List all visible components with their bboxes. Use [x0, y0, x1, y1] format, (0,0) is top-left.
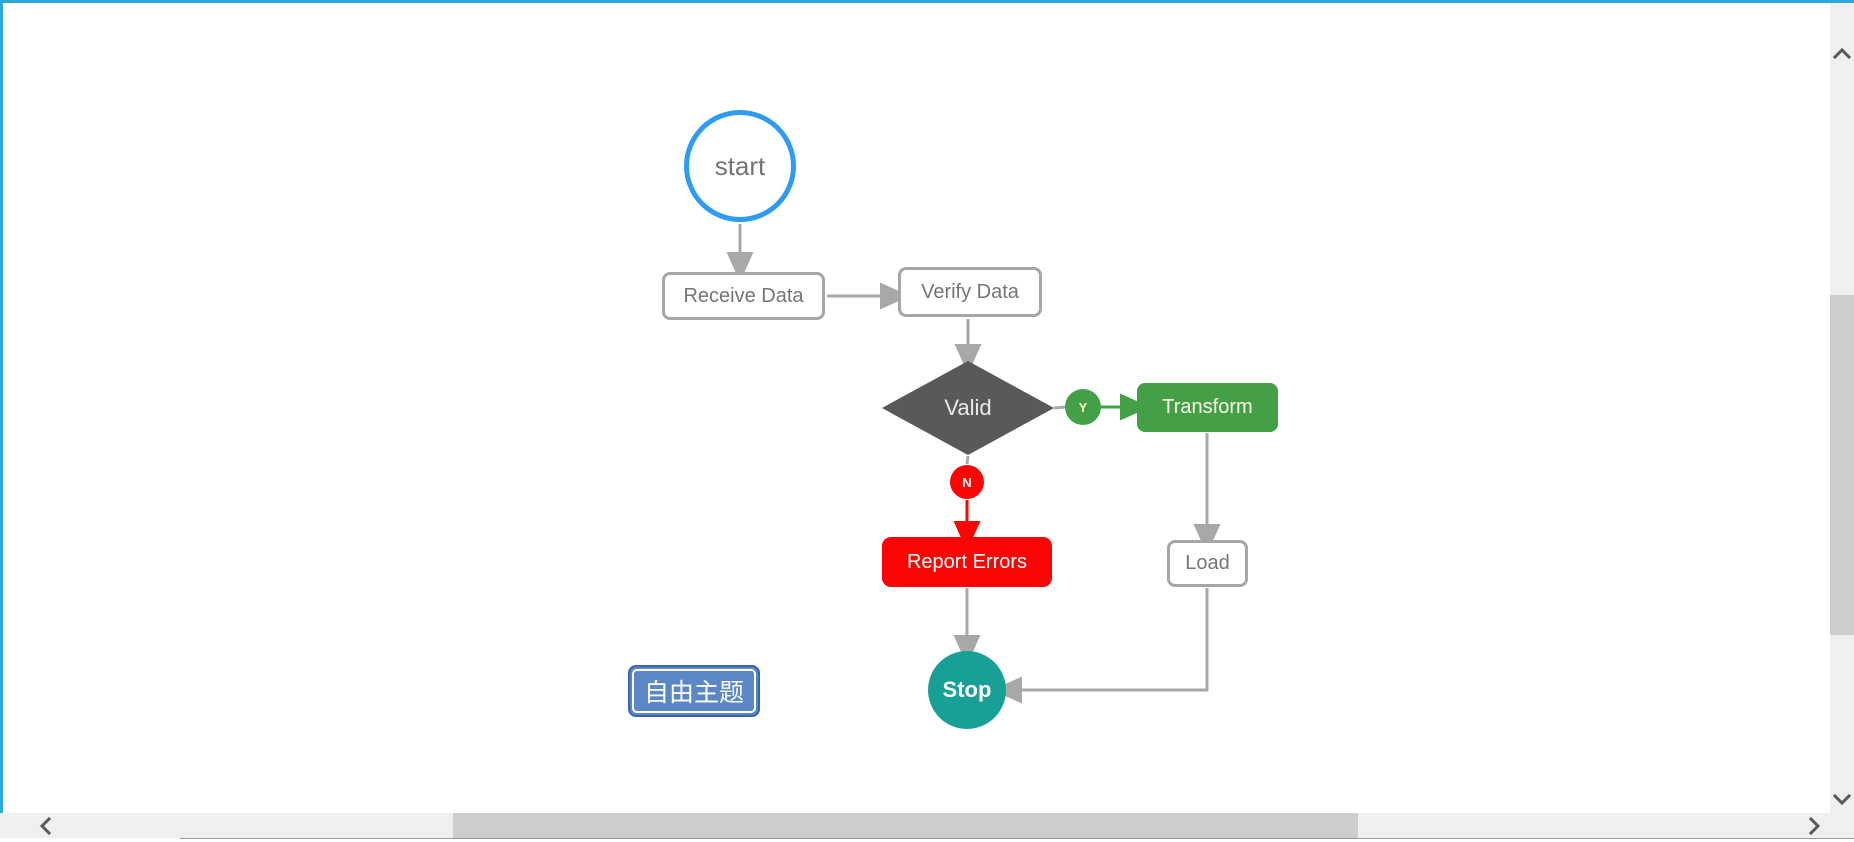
chevron-down-icon	[1832, 793, 1852, 806]
node-valid-label: Valid	[944, 395, 992, 420]
chevron-right-icon	[1808, 816, 1821, 835]
edge-load-stop	[992, 588, 1209, 704]
node-start[interactable]: start	[684, 110, 796, 222]
edge-valid-n	[965, 455, 970, 465]
chevron-left-icon	[39, 816, 52, 835]
branch-no-badge[interactable]: N	[950, 465, 984, 499]
node-receive-data[interactable]: Receive Data	[662, 272, 825, 320]
root-theme-node[interactable]: 自由主题	[628, 665, 760, 717]
node-verify-data[interactable]: Verify Data	[898, 267, 1042, 317]
scroll-down-button[interactable]	[1830, 788, 1854, 812]
node-transform[interactable]: Transform	[1137, 383, 1278, 432]
node-verify-data-label: Verify Data	[921, 280, 1019, 303]
window-border-left	[0, 0, 3, 813]
vertical-scrollbar-thumb[interactable]	[1830, 295, 1854, 635]
chevron-up-icon	[1832, 47, 1852, 60]
scroll-up-button[interactable]	[1830, 41, 1854, 65]
node-load-label: Load	[1185, 552, 1230, 574]
horizontal-scrollbar[interactable]	[0, 813, 1854, 838]
node-transform-label: Transform	[1162, 396, 1253, 418]
branch-no-label: N	[962, 474, 972, 490]
node-receive-data-label: Receive Data	[683, 284, 804, 307]
scroll-left-button[interactable]	[33, 813, 57, 838]
vertical-scrollbar[interactable]	[1830, 3, 1854, 813]
root-theme-label: 自由主题	[643, 679, 744, 707]
node-stop-label: Stop	[942, 677, 992, 702]
node-valid-decision[interactable]: Valid	[882, 361, 1054, 455]
horizontal-scrollbar-thumb[interactable]	[453, 813, 1358, 838]
node-start-label: start	[714, 150, 766, 181]
scroll-right-button[interactable]	[1803, 813, 1827, 838]
node-report-errors[interactable]: Report Errors	[882, 537, 1052, 587]
node-report-errors-label: Report Errors	[906, 550, 1028, 573]
window-below-edge	[180, 838, 1854, 842]
node-stop[interactable]: Stop	[928, 651, 1006, 729]
window-border-top	[0, 0, 1854, 3]
node-load[interactable]: Load	[1167, 540, 1248, 587]
branch-yes-label: Y	[1078, 399, 1088, 415]
branch-yes-badge[interactable]: Y	[1065, 389, 1101, 425]
